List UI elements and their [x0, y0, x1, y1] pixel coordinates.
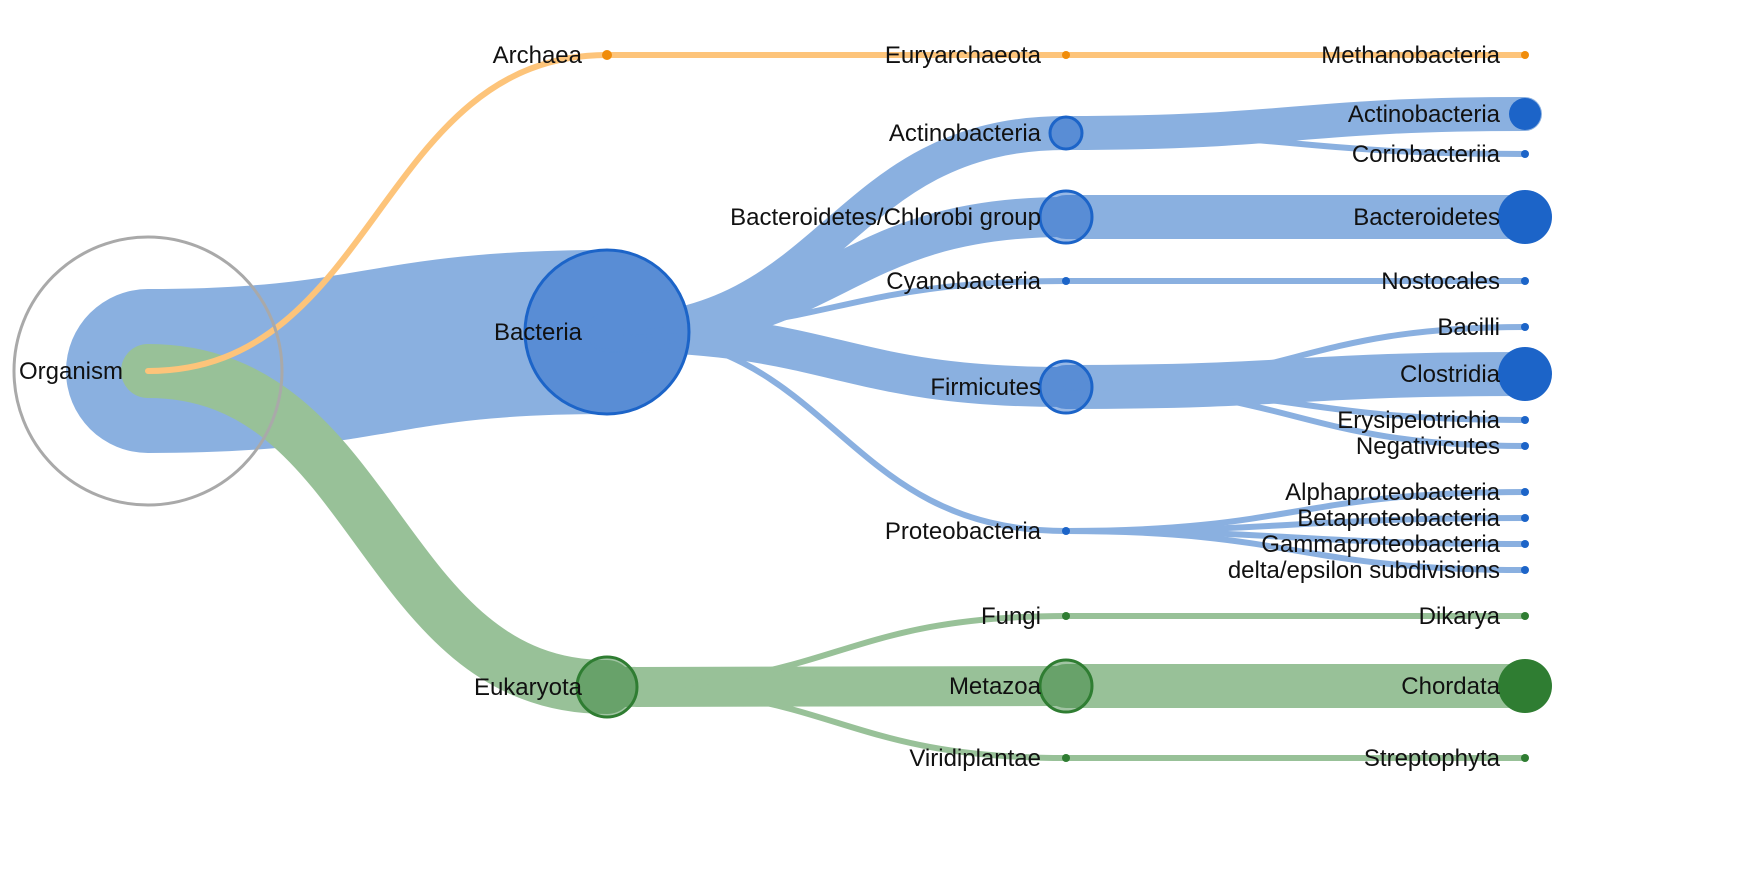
label-bacteria-d1: Bacteria — [494, 319, 583, 346]
link-eukaryota-to-fungi — [604, 613, 1069, 690]
link-eukaryota-to-metazoa — [587, 666, 1086, 707]
label-coriobacteriia-d3: Coriobacteriia — [1352, 141, 1501, 168]
label-gammaproteobacteria-d3: Gammaproteobacteria — [1261, 531, 1500, 558]
node-viridiplantae-d2[interactable] — [1062, 754, 1070, 762]
label-fungi-d2: Fungi — [981, 603, 1041, 630]
label-actinobacteria-d2: Actinobacteria — [889, 120, 1042, 147]
node-coriobacteriia-d3[interactable] — [1521, 150, 1529, 158]
label-delta-epsilon-subdivisions-d3: delta/epsilon subdivisions — [1228, 557, 1500, 584]
label-alphaproteobacteria-d3: Alphaproteobacteria — [1285, 479, 1500, 506]
label-proteobacteria-d2: Proteobacteria — [885, 518, 1042, 545]
label-cyanobacteria-d2: Cyanobacteria — [886, 268, 1041, 295]
label-erysipelotrichia-d3: Erysipelotrichia — [1337, 407, 1500, 434]
label-eukaryota-d1: Eukaryota — [474, 674, 583, 701]
label-nostocales-d3: Nostocales — [1381, 268, 1500, 295]
node-euryarchaeota-d2[interactable] — [1062, 51, 1070, 59]
label-bacteroidetes-d3: Bacteroidetes — [1353, 204, 1500, 231]
link-bacteria-to-proteobacteria — [604, 329, 1069, 534]
node-bacteroidetes-d3[interactable] — [1498, 190, 1552, 244]
label-chordata-d3: Chordata — [1401, 673, 1500, 700]
node-cyanobacteria-d2[interactable] — [1062, 277, 1070, 285]
node-bacteroidetes-chlorobi-group-d2[interactable] — [1038, 189, 1094, 245]
link-organism-to-eukaryota — [121, 344, 634, 714]
node-chordata-d3[interactable] — [1498, 659, 1552, 713]
label-firmicutes-d2: Firmicutes — [930, 374, 1041, 401]
node-bacilli-d3[interactable] — [1521, 323, 1529, 331]
node-delta-epsilon-subdivisions-d3[interactable] — [1521, 566, 1529, 574]
label-viridiplantae-d2: Viridiplantae — [909, 745, 1041, 772]
node-alphaproteobacteria-d3[interactable] — [1521, 488, 1529, 496]
link-bacteria-to-actinobacteria — [590, 116, 1083, 349]
label-archaea-d1: Archaea — [493, 42, 583, 69]
label-euryarchaeota-d2: Euryarchaeota — [885, 42, 1042, 69]
node-streptophyta-d3[interactable] — [1521, 754, 1529, 762]
node-proteobacteria-d2[interactable] — [1062, 527, 1070, 535]
tree-links — [66, 51, 1547, 762]
node-fungi-d2[interactable] — [1062, 612, 1070, 620]
node-negativicutes-d3[interactable] — [1521, 442, 1529, 450]
node-gammaproteobacteria-d3[interactable] — [1521, 540, 1529, 548]
label-negativicutes-d3: Negativicutes — [1356, 433, 1500, 460]
node-metazoa-d2[interactable] — [1038, 658, 1094, 714]
node-erysipelotrichia-d3[interactable] — [1521, 416, 1529, 424]
node-organism-d0[interactable] — [12, 235, 284, 507]
label-bacilli-d3: Bacilli — [1437, 314, 1500, 341]
label-metazoa-d2: Metazoa — [949, 673, 1042, 700]
node-bacteria-d1[interactable] — [523, 248, 691, 416]
node-betaproteobacteria-d3[interactable] — [1521, 514, 1529, 522]
label-betaproteobacteria-d3: Betaproteobacteria — [1297, 505, 1500, 532]
label-clostridia-d3: Clostridia — [1400, 361, 1501, 388]
node-eukaryota-d1[interactable] — [575, 655, 639, 719]
label-actinobacteria-d3: Actinobacteria — [1348, 101, 1501, 128]
label-organism-d0: Organism — [19, 358, 123, 385]
link-organism-to-archaea — [145, 52, 610, 374]
label-dikarya-d3: Dikarya — [1419, 603, 1501, 630]
label-streptophyta-d3: Streptophyta — [1364, 745, 1501, 772]
node-clostridia-d3[interactable] — [1498, 347, 1552, 401]
node-actinobacteria-d2[interactable] — [1048, 115, 1084, 151]
tree-nodes — [12, 50, 1552, 762]
node-nostocales-d3[interactable] — [1521, 277, 1529, 285]
label-bacteroidetes-chlorobi-group-d2: Bacteroidetes/Chlorobi group — [730, 204, 1041, 231]
link-firmicutes-to-bacilli — [1063, 324, 1528, 390]
link-actinobacteria-to-coriobacteriia — [1063, 130, 1528, 157]
node-methanobacteria-d3[interactable] — [1521, 51, 1529, 59]
link-proteobacteria-to-alphaproteobacteria — [1063, 489, 1528, 534]
node-dikarya-d3[interactable] — [1521, 612, 1529, 620]
link-firmicutes-to-erysipelotrichia — [1063, 384, 1528, 423]
label-methanobacteria-d3: Methanobacteria — [1321, 42, 1500, 69]
link-eukaryota-to-viridiplantae — [604, 684, 1069, 761]
node-archaea-d1[interactable] — [602, 50, 612, 60]
node-actinobacteria-d3[interactable] — [1509, 98, 1541, 130]
node-firmicutes-d2[interactable] — [1038, 359, 1094, 415]
tree-labels: Organism Archaea Euryarchaeota Methanobacte… — [19, 42, 1501, 772]
